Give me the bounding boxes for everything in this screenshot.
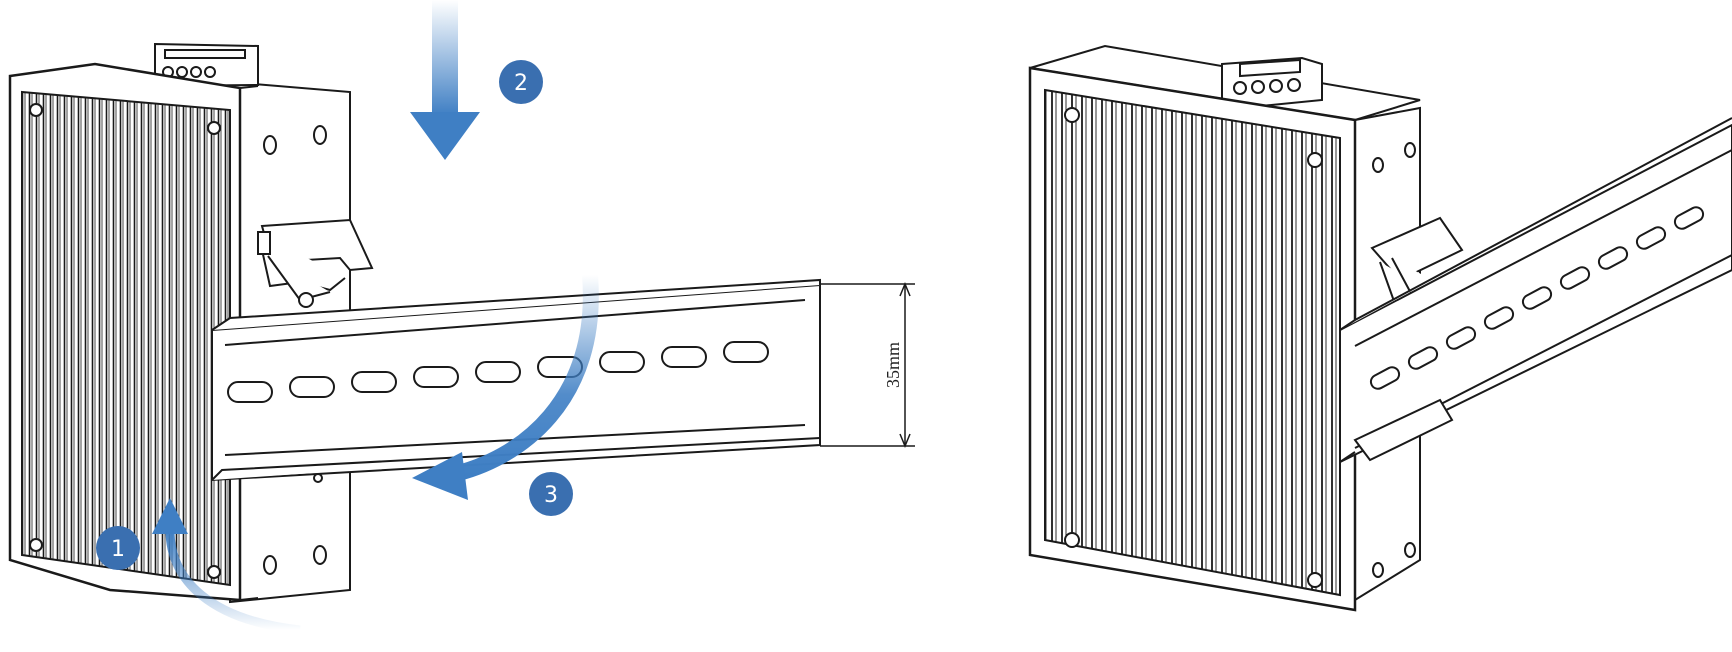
mounted-rail-slot bbox=[1521, 286, 1553, 310]
din-clip bbox=[257, 218, 374, 308]
mounted-heatsink bbox=[1028, 66, 1357, 612]
step-3-number: 3 bbox=[544, 483, 558, 508]
rail-height-label: 35mm bbox=[883, 342, 903, 388]
rail-slots bbox=[227, 341, 769, 403]
rail-height-dimension bbox=[820, 282, 915, 448]
rail-slot bbox=[475, 361, 521, 383]
rail-slot bbox=[413, 366, 459, 388]
mounted-rail-slot bbox=[1559, 266, 1591, 290]
heatsink-housing bbox=[8, 62, 259, 602]
mounted-rail-slot bbox=[1673, 206, 1705, 230]
mounted-rail-slot bbox=[1407, 346, 1439, 370]
mounted-rail-slot bbox=[1445, 326, 1477, 350]
right-device-group bbox=[1028, 44, 1732, 612]
step-2-arrow bbox=[410, 0, 480, 160]
mounted-rail-slot bbox=[1635, 226, 1667, 250]
din-rail bbox=[211, 278, 821, 482]
left-device-group: 35mm bbox=[8, 42, 915, 604]
step-3-arrow bbox=[412, 274, 599, 500]
rail-slot bbox=[289, 376, 335, 398]
rail-slot bbox=[227, 381, 273, 403]
mounted-rail-slot bbox=[1597, 246, 1629, 270]
step-1-arrow bbox=[152, 498, 301, 635]
mounted-rail-slot bbox=[1483, 306, 1515, 330]
rail-slot bbox=[723, 341, 769, 363]
step-badge-3: 3 bbox=[529, 472, 573, 516]
mounted-rail-slots bbox=[1369, 206, 1705, 390]
step-1-number: 1 bbox=[111, 537, 125, 562]
step-badge-2: 2 bbox=[499, 60, 543, 104]
mounted-rail-slot bbox=[1369, 366, 1401, 390]
rail-slot bbox=[661, 346, 707, 368]
rail-slot bbox=[599, 351, 645, 373]
step-badge-1: 1 bbox=[96, 526, 140, 570]
terminal-block bbox=[154, 42, 259, 88]
rail-slot bbox=[351, 371, 397, 393]
step-2-number: 2 bbox=[514, 71, 528, 96]
